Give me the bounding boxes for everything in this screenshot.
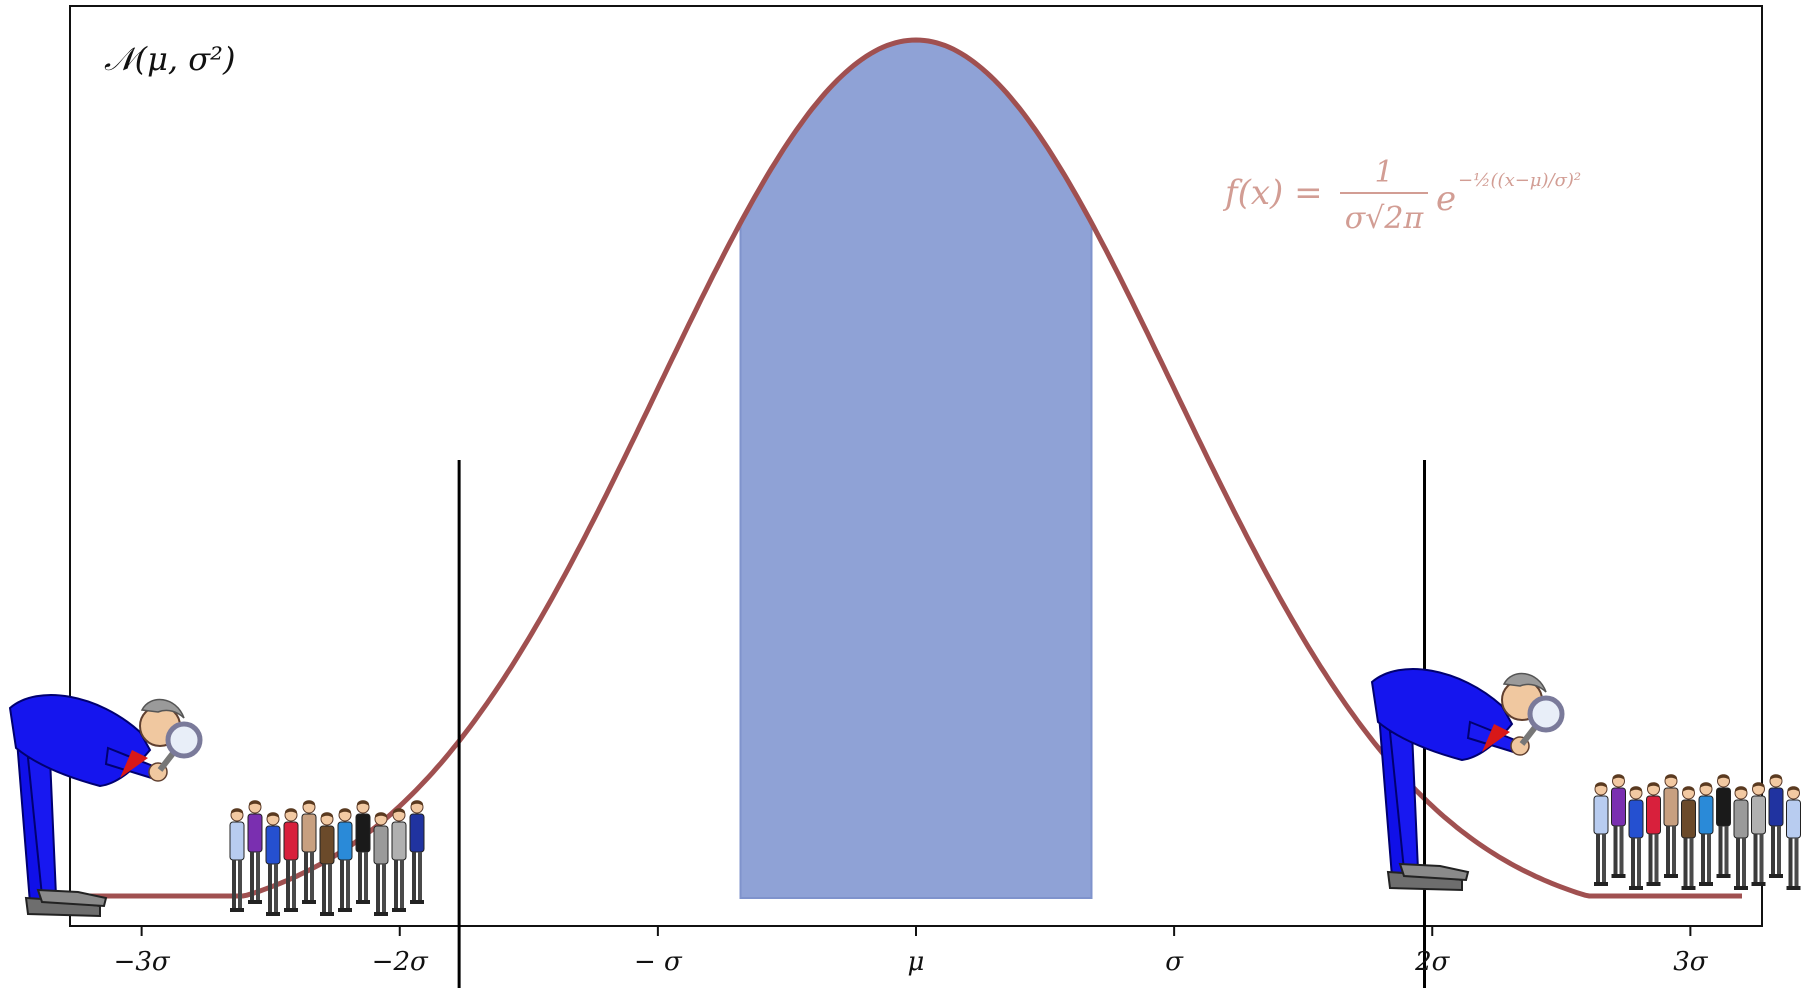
crowd-person — [283, 807, 299, 913]
inspector-magnifier-icon-left — [10, 695, 200, 916]
x-tick-label: 3σ — [1673, 947, 1709, 977]
crowd-person — [355, 799, 371, 905]
x-tick-label: σ — [1165, 947, 1184, 977]
x-tick-label: −2σ — [372, 947, 429, 977]
distribution-title: 𝒩(μ, σ²) — [104, 40, 235, 78]
crowd-person — [1663, 773, 1679, 879]
crowd-person — [1593, 781, 1609, 887]
formula-numerator: 1 — [1374, 155, 1393, 190]
crowd-person — [1681, 785, 1696, 891]
crowd-person — [373, 811, 389, 917]
formula-exponent: −½((x−μ)/σ)² — [1458, 170, 1581, 191]
crowd-person — [1698, 781, 1714, 887]
crowd-person — [337, 807, 353, 913]
x-tick-label: −3σ — [114, 947, 171, 977]
people-crowd-icon-left — [229, 799, 425, 917]
x-axis-ticks: −3σ −2σ − σ μ σ 2σ 3σ — [114, 926, 1709, 977]
people-crowd-icon-right — [1593, 773, 1801, 891]
formula-lhs: f(x) = — [1222, 173, 1323, 213]
density-formula: f(x) = 1 σ√2π e −½((x−μ)/σ)² — [1222, 155, 1581, 236]
crowd-person — [1716, 773, 1731, 879]
crowd-person — [1733, 785, 1749, 891]
crowd-person — [1628, 785, 1644, 891]
x-tick-label: μ — [908, 947, 925, 977]
crowd-person — [1768, 773, 1784, 879]
crowd-person — [409, 799, 425, 905]
crowd-person — [1611, 773, 1626, 879]
formula-exp-base: e — [1436, 179, 1456, 219]
crowd-person — [1751, 781, 1766, 887]
x-tick-label: 2σ — [1414, 947, 1451, 977]
crowd-person — [265, 811, 281, 917]
formula-denominator: σ√2π — [1345, 201, 1425, 236]
crowd-person — [301, 799, 317, 905]
crowd-person — [247, 799, 263, 905]
crowd-person — [1646, 781, 1661, 887]
crowd-person — [1786, 785, 1801, 891]
inspector-magnifier-icon-right — [1372, 669, 1562, 890]
shaded-interval-area — [739, 38, 1093, 899]
x-tick-label: − σ — [634, 947, 683, 977]
crowd-person — [391, 807, 407, 913]
crowd-person — [319, 811, 335, 917]
